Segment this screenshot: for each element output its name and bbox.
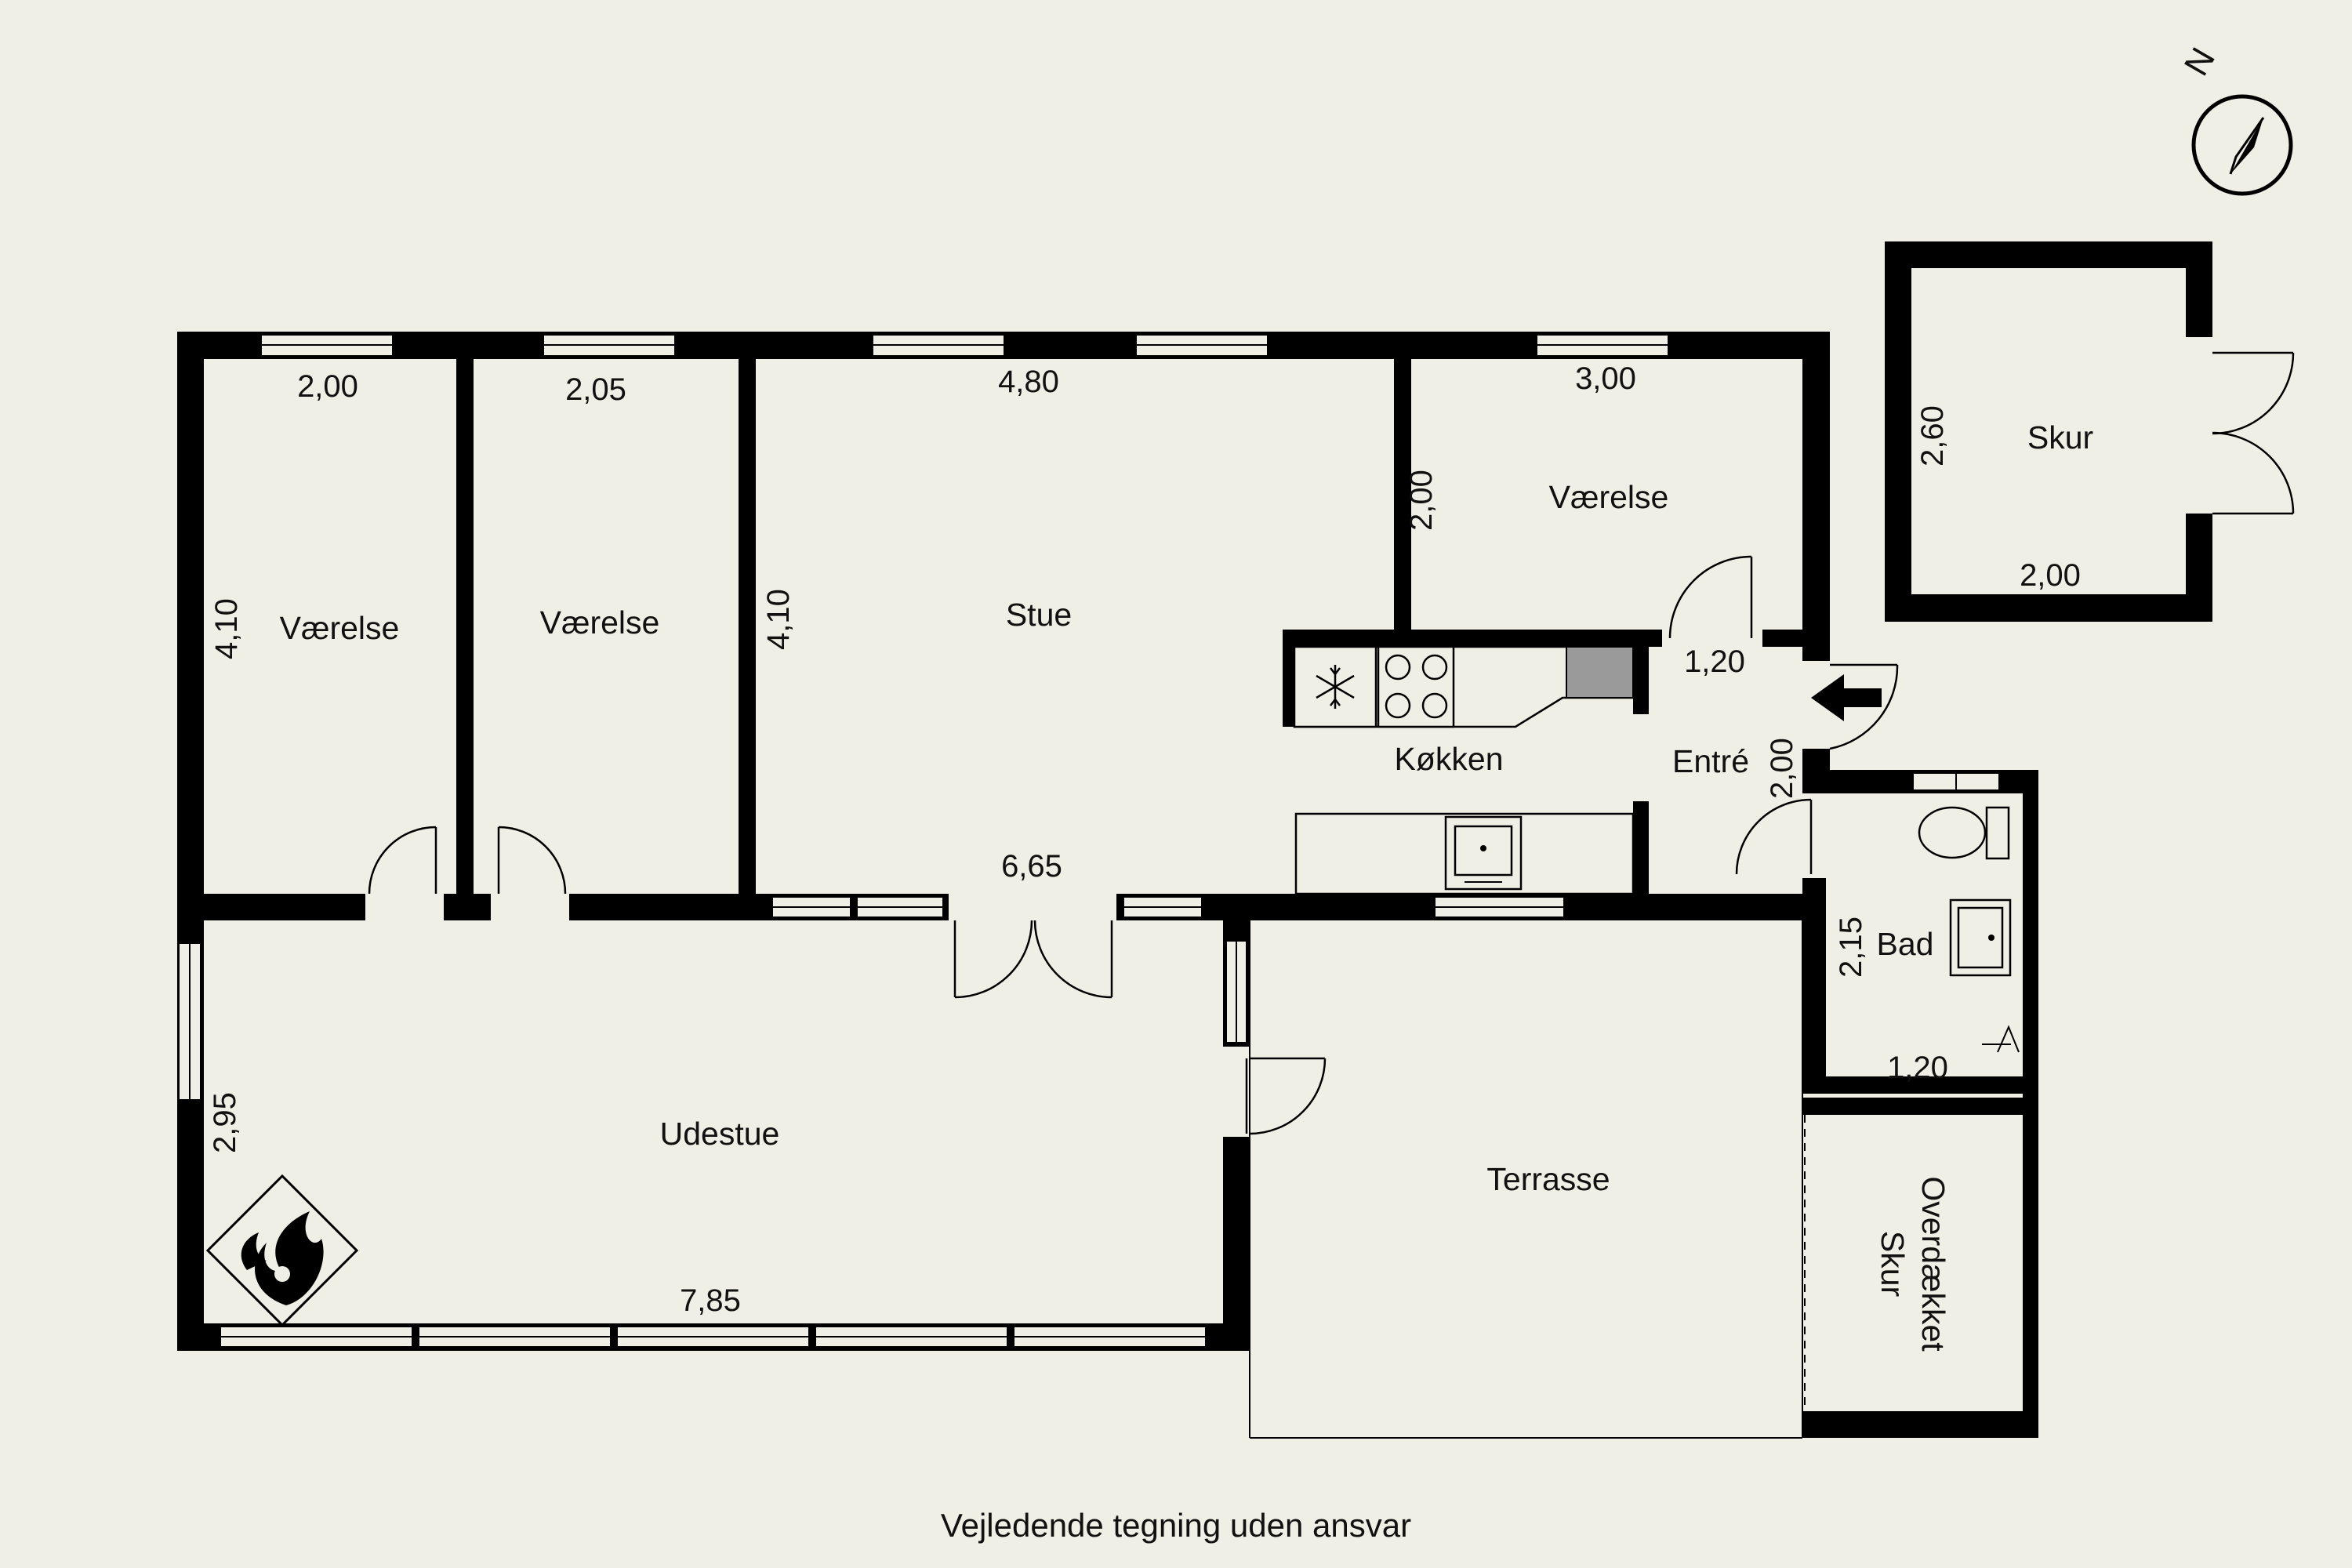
entrance-arrow-icon (1811, 674, 1882, 721)
compass-north-letter: N (2177, 42, 2223, 82)
disclaimer-caption: Vejledende tegning uden ansvar (941, 1507, 1411, 1544)
dimension-labels: 2,00 4,10 2,05 4,80 4,10 3,00 2,00 1,20 … (208, 361, 2081, 1318)
dim-entre-width: 1,20 (1684, 644, 1745, 679)
room-label-skur: Skur (2027, 419, 2093, 456)
fridge-icon (1316, 665, 1355, 709)
dim-vaerelse-1-width: 2,00 (297, 369, 358, 404)
dim-entre-depth: 2,00 (1765, 738, 1799, 799)
dim-skur-width: 2,00 (2020, 558, 2081, 593)
doors (365, 555, 1899, 1137)
shed-walls (1885, 241, 2295, 622)
bathroom-fixtures (1918, 806, 2020, 1053)
room-label-terrasse: Terrasse (1486, 1161, 1610, 1197)
room-label-vaerelse-1: Værelse (280, 610, 400, 646)
windows (178, 334, 2000, 1348)
dim-vaerelse-3-width: 3,00 (1575, 361, 1636, 396)
terrace-outline (1249, 920, 1806, 1439)
dim-bad-depth: 2,15 (1834, 916, 1868, 978)
room-label-bad: Bad (1877, 926, 1934, 962)
dim-stue-depth: 4,10 (761, 589, 796, 650)
room-labels: Værelse Værelse Stue Værelse Køkken Entr… (280, 419, 2093, 1352)
dim-bad-width: 1,20 (1887, 1051, 1948, 1085)
dim-stue-lower-width: 6,65 (1001, 849, 1062, 884)
dim-udestue-width: 7,85 (680, 1283, 741, 1318)
room-label-vaerelse-2: Værelse (540, 604, 660, 641)
dim-vaerelse-1-depth: 4,10 (209, 598, 244, 659)
dim-udestue-depth: 2,95 (208, 1092, 242, 1153)
room-label-udestue: Udestue (660, 1116, 780, 1152)
room-label-koekken: Køkken (1395, 741, 1504, 777)
room-label-vaerelse-3: Værelse (1549, 479, 1669, 515)
dim-skur-depth: 2,60 (1915, 405, 1950, 466)
dim-vaerelse-2-width: 2,05 (565, 372, 626, 407)
room-label-stue: Stue (1006, 597, 1072, 633)
dim-stue-width: 4,80 (998, 365, 1059, 399)
dim-vaerelse-3-depth: 2,00 (1404, 470, 1439, 531)
main-house-walls (177, 332, 2038, 1438)
compass: N (2177, 42, 2293, 196)
room-label-entre: Entré (1672, 743, 1749, 779)
fireplace-icon (205, 1174, 359, 1327)
room-label-overdaekket: Overdækket (1915, 1176, 1951, 1352)
room-label-overdaekket-skur: Skur (1875, 1231, 1911, 1297)
kitchen-fixtures (1293, 645, 1635, 895)
